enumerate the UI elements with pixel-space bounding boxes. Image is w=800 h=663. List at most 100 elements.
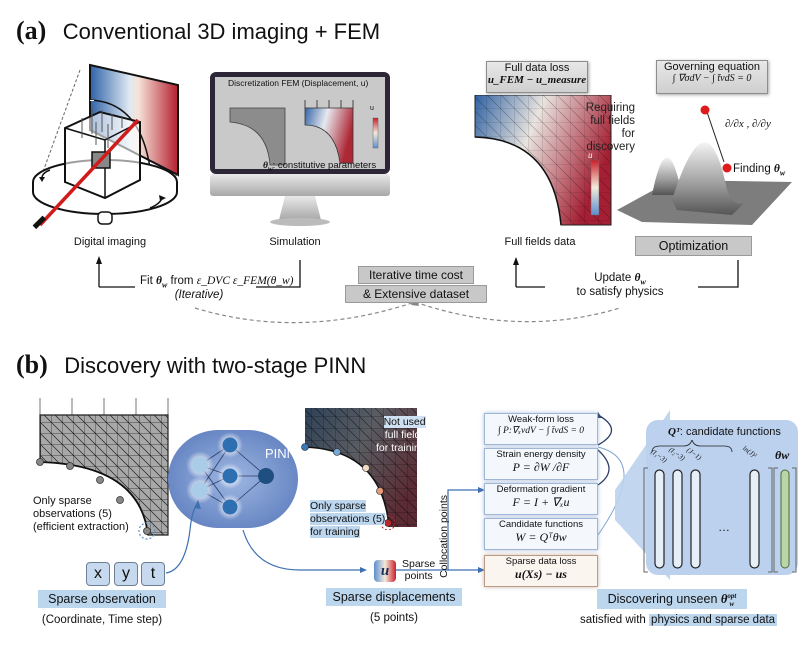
governing-equation-formula: ∫ ∇σdV − ∫ t̄vdS = 0 [672,73,752,84]
from-text: from [170,275,194,287]
input-neuron [192,457,208,473]
iterative-note: (Iterative) [174,289,224,302]
panel-a-letter: (a) [16,16,47,45]
mesh-geometry [229,107,286,166]
digital-imaging-illustration [32,63,179,230]
extensive-dataset-box: & Extensive dataset [345,285,487,303]
simulation-label: Simulation [269,236,321,248]
theta-sub: w [640,277,646,287]
label-line: points [438,495,450,524]
digital-imaging-label: Digital imaging [73,236,147,248]
panel-b-heading: (b) Discovery with two-stage PINN [16,350,366,380]
theta-symbol: θ [773,163,780,175]
input-neuron [192,482,208,498]
satisfied-text: satisfied with [580,614,646,626]
not-used-full-fields-note: Not used full fields for training [376,416,426,455]
note-line: Requiring [585,102,635,114]
sparse-displacements-label: Sparse displacements [326,588,462,606]
sparse-point [376,487,384,495]
candidate-column [690,469,701,569]
eq-formula: u(Xs) − us [515,567,567,581]
sparse-displacements-sublabel: (5 points) [370,612,418,624]
note-line: observations (5) [33,508,112,520]
discovering-text: Discovering unseen [607,592,718,606]
sparse-point [301,443,309,451]
hidden-neuron [222,437,238,453]
weak-form-loss-box: Weak-form loss ∫ P:∇ₓvdV − ∫ t̄vdS = 0 [484,413,598,445]
candidate-matrix [643,440,797,573]
fem-displacement-field [304,107,354,164]
sparse-observation-label: Sparse observation [38,590,166,608]
update-text: Update [594,272,632,284]
panel-a-heading: (a) Conventional 3D imaging + FEM [16,16,380,46]
note-line: Not used [383,416,426,428]
label-line: Sparse [402,558,436,570]
candidate-functions-title: Qᵀ: candidate functions [668,426,781,438]
eq-formula: W = Qᵀθw [515,530,567,544]
discovering-sublabel: satisfied with physics and sparse data [580,614,778,626]
constitutive-params-text: θw: constitutive parameters [263,160,376,173]
training-note: Only sparse observations (5) for trainin… [310,500,386,539]
theta-column [780,469,790,569]
iterative-time-cost-box: Iterative time cost [358,266,474,284]
eq-title: Sparse data loss [505,556,577,567]
full-data-loss-box: Full data loss u_FEM − u_measure [486,61,588,93]
note-line: full fields [384,429,426,441]
full-fields-colorbar-label: u [588,150,593,160]
theta-sub: w [267,164,273,173]
input-t-key: t [141,562,165,586]
pinn-label: PINN [265,446,297,461]
hidden-neuron [222,468,238,484]
theta-symbol: θ [155,275,162,287]
note-line: (efficient extraction) [33,521,129,533]
eq-title: Deformation gradient [496,484,586,495]
panel-a-connectors [96,256,739,324]
fit-formula: ε_DVC ε_FEM(θ_w) [196,275,294,287]
eq-formula: F = I + ∇ₓu [512,495,570,509]
sparse-point [362,464,370,472]
theta-sup: opt [727,591,737,600]
full-data-loss-formula: u_FEM − u_measure [487,74,587,86]
theta-sub: w [779,168,786,178]
theta-sub: w [161,280,168,290]
sparse-mesh-geometry [36,398,169,540]
theta-w-label: θw [775,448,790,462]
requiring-full-fields-note: Requiring full fields for discovery [575,102,635,154]
candidate-column [749,469,760,569]
panel-b-title: Discovery with two-stage PINN [64,353,367,378]
ellipsis: … [718,520,730,534]
start-point [700,105,710,115]
label-line: Collocation [438,525,450,578]
pinn-network [168,430,298,528]
theta-symbol: θ [720,592,728,606]
output-neuron [258,468,274,484]
sparse-obs-note: Only sparse observations (5) (efficient … [33,495,129,534]
params-text: : constitutive parameters [272,160,377,171]
eq-formula: ∫ P:∇ₓvdV − ∫ t̄vdS = 0 [497,426,584,436]
physics-sparse-highlight: physics and sparse data [649,614,778,626]
governing-equation-title: Governing equation [663,61,760,73]
note-line: for training [376,442,426,454]
fit-text: Fit [140,275,153,287]
pinn-output-field [301,408,417,530]
eq-title: Weak-form loss [508,414,574,425]
finding-theta-text: Finding θw [733,163,785,177]
optimization-label: Optimization [635,236,752,256]
gradient-derivative: ∂/∂x , ∂/∂y [725,118,771,130]
colorbar [372,117,379,149]
optimum-point [722,163,732,173]
note-line: for training [310,526,360,538]
note-line: full fields [590,115,635,127]
collocation-points-label-text: Collocation points [438,495,450,578]
candidate-functions-box: Candidate functions W = Qᵀθw [484,518,598,550]
note-line: Only sparse [310,500,367,512]
sparse-observation-sublabel: (Coordinate, Time step) [41,614,163,626]
eq-formula: P = ∂W /∂F [512,460,570,474]
input-x-key: x [86,562,110,586]
title-text: : candidate functions [679,426,781,438]
sparse-data-loss-box: Sparse data loss u(Xs) − us [484,555,598,587]
candidate-column [654,469,665,569]
simulation-screen-header: Discretization FEM (Displacement, u) [228,78,369,88]
simulation-colorbar-label: u [370,105,374,112]
